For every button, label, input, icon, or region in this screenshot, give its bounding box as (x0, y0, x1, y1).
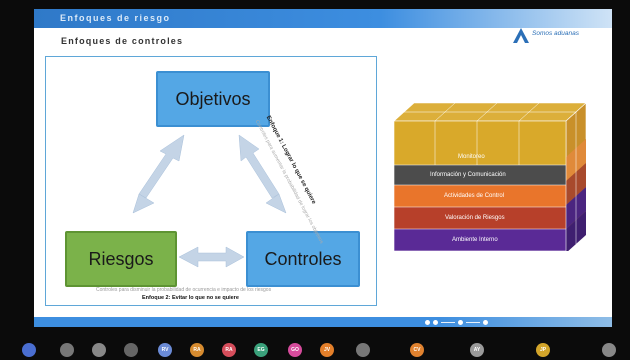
objetivos-box: Objetivos (156, 71, 270, 127)
slide-header-bar: Enfoques de riesgo (34, 9, 612, 28)
participant-avatar[interactable]: RA (222, 343, 236, 357)
pager-dot (425, 319, 430, 325)
pager-dot (458, 319, 463, 325)
participant-avatar[interactable] (22, 343, 36, 357)
slide-subtitle: Enfoques de controles (61, 36, 184, 46)
participant-avatar[interactable] (60, 343, 74, 357)
pager-dot (433, 319, 438, 325)
layer-valoracion: Valoración de Riesgos (445, 215, 505, 221)
slide-pager (425, 319, 488, 325)
participant-avatar[interactable] (356, 343, 370, 357)
aduanas-logo: Somos aduanas (510, 25, 580, 53)
participant-avatar[interactable] (92, 343, 106, 357)
slide-header-title: Enfoques de riesgo (60, 13, 171, 23)
participant-avatar[interactable]: RA (190, 343, 204, 357)
pager-line (441, 321, 455, 323)
participant-avatar[interactable]: CV (410, 343, 424, 357)
presentation-slide: Enfoques de riesgo Enfoques de controles… (34, 9, 612, 327)
layer-actividades: Actividades de Control (444, 193, 505, 199)
participant-avatar[interactable]: RV (158, 343, 172, 357)
slide-footer-bar (34, 317, 612, 327)
pager-dot (483, 319, 488, 325)
enfoque2-sublabel: Controles para disminuir la probabilidad… (96, 287, 272, 293)
diagram-frame: Objetivos Riesgos Controles Enfoque 1: L… (45, 56, 377, 306)
controles-box: Controles (246, 231, 360, 287)
layer-ambiente: Ambiente Interno (452, 237, 498, 243)
pager-line (466, 321, 480, 323)
participant-avatar[interactable]: GO (288, 343, 302, 357)
logo-text: Somos aduanas (532, 30, 579, 37)
participant-avatar[interactable]: JP (536, 343, 550, 357)
participant-avatar[interactable]: EG (254, 343, 268, 357)
participant-avatar[interactable]: AY (470, 343, 484, 357)
coso-cube: Monitoreo Información y Comunicación Act… (390, 101, 590, 256)
riesgos-box: Riesgos (65, 231, 177, 287)
diagram-arrows (132, 134, 287, 268)
participant-avatar[interactable] (124, 343, 138, 357)
participant-avatar[interactable]: JV (320, 343, 334, 357)
participant-strip: RV RA RA EG GO JV CV AY JP (0, 338, 630, 360)
layer-informacion: Información y Comunicación (430, 172, 506, 178)
participant-avatar[interactable] (602, 343, 616, 357)
enfoque2-label: Enfoque 2: Evitar lo que no se quiere (142, 295, 239, 301)
cube-graphic (393, 102, 587, 254)
layer-monitoreo: Monitoreo (458, 154, 485, 160)
logo-icon (513, 28, 529, 43)
